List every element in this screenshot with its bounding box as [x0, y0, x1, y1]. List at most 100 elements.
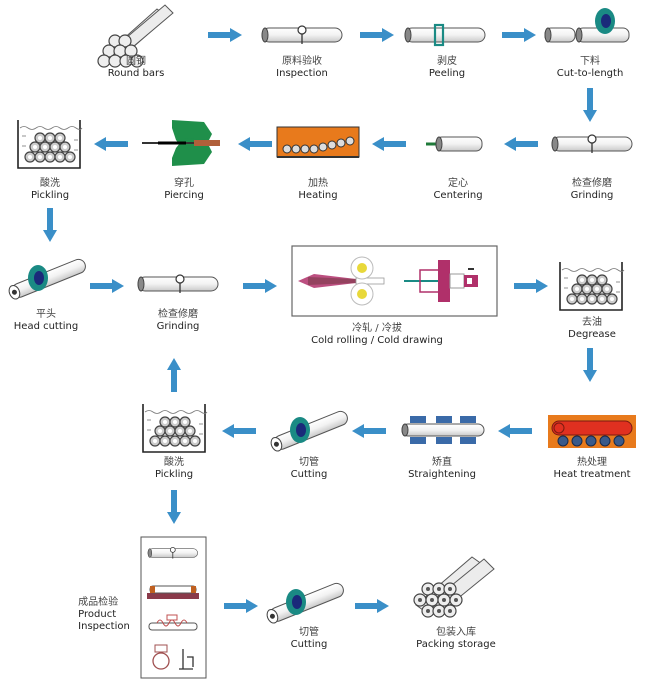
label-zh: 成品检验 — [78, 597, 119, 608]
degrease-tank-icon — [559, 261, 625, 311]
label-en: Inspection — [276, 68, 328, 79]
label-zh: 检查修磨 — [571, 178, 612, 189]
grinding-icon — [551, 134, 633, 154]
flow-arrow — [238, 137, 272, 151]
label-en: Centering — [433, 190, 483, 201]
step-label-heating: 加热 Heating — [298, 178, 337, 202]
flow-arrow — [243, 279, 277, 293]
straightening-icon — [401, 416, 485, 444]
head-cutting-icon — [6, 256, 89, 302]
label-en: Degrease — [568, 329, 616, 340]
step-label-straightening: 矫直 Straightening — [408, 457, 476, 481]
cutting-icon — [268, 408, 351, 454]
label-en: Peeling — [428, 68, 466, 79]
flow-arrow — [360, 28, 394, 42]
label-en: Cutting — [290, 639, 328, 650]
label-zh: 平头 — [36, 309, 56, 320]
label-zh: 切管 — [298, 627, 319, 638]
label-zh: 加热 — [308, 178, 328, 189]
eddy-current-test-icon — [148, 614, 198, 631]
step-label-pickling-2: 酸洗 Pickling — [155, 457, 193, 481]
inspection-icon — [261, 25, 343, 45]
label-en: Heat treatment — [553, 469, 631, 480]
flow-arrow — [43, 208, 57, 242]
label-en: Piercing — [164, 190, 204, 201]
round-bars-icon — [97, 4, 174, 68]
cut-to-length-icon — [544, 8, 630, 43]
label-zh: 剥皮 — [436, 56, 457, 67]
ring-gauge-icon — [152, 644, 194, 670]
step-label-cutting-1: 切管 Cutting — [291, 457, 328, 481]
step-label-degrease: 去油 Degrease — [568, 317, 616, 341]
label-zh: 定心 — [448, 178, 468, 189]
label-zh: 包装入库 — [435, 627, 476, 638]
label-en: Product — [78, 609, 117, 620]
step-label-piercing: 穿孔 Piercing — [164, 178, 204, 202]
flow-arrow — [583, 348, 597, 382]
step-label-pickling-1: 酸洗 Pickling — [31, 178, 69, 202]
flow-arrow — [167, 490, 181, 524]
label-en: Grinding — [570, 190, 614, 201]
step-label-inspection: 原料验收 Inspection — [276, 56, 328, 80]
label-zh: 圆钢 — [126, 56, 146, 67]
flow-arrow — [583, 88, 597, 122]
label-en: Grinding — [156, 321, 200, 332]
flow-arrow — [167, 358, 181, 392]
cutting-icon — [264, 580, 347, 626]
label-zh: 热处理 — [576, 457, 607, 468]
pickling-tank-icon — [142, 403, 208, 453]
step-label-grinding-1: 检查修磨 Grinding — [571, 178, 614, 202]
step-label-cut-to-length: 下料 Cut-to-length — [557, 56, 624, 80]
label-zh: 酸洗 — [40, 178, 60, 189]
heating-furnace-icon — [276, 126, 360, 158]
step-label-peeling: 剥皮 Peeling — [429, 56, 465, 80]
piercing-icon — [142, 120, 220, 166]
flow-arrow — [498, 424, 532, 438]
label-zh: 原料验收 — [282, 56, 322, 67]
label-en: Cold rolling / Cold drawing — [311, 335, 443, 346]
step-label-grinding-2: 检查修磨 Grinding — [157, 309, 200, 333]
flow-arrow — [94, 137, 128, 151]
step-label-cutting-2: 切管 Cutting — [291, 627, 328, 651]
label-zh: 酸洗 — [164, 457, 184, 468]
grinding-icon — [137, 274, 219, 294]
label-en: Packing storage — [416, 639, 496, 650]
label-en: Pickling — [30, 190, 70, 201]
label-en: Head cutting — [13, 321, 79, 332]
label-en: Round bars — [107, 68, 165, 79]
label-zh: 去油 — [581, 317, 602, 328]
label-zh: 切管 — [298, 457, 319, 468]
flow-arrow — [222, 424, 256, 438]
label-zh: 检查修磨 — [157, 309, 198, 320]
flow-arrow — [504, 137, 538, 151]
flow-arrow — [208, 28, 242, 42]
label-en: Cutting — [290, 469, 328, 480]
label-en: Heating — [298, 190, 338, 201]
packing-bundle-icon — [413, 556, 495, 618]
label-zh: 下料 — [580, 56, 600, 67]
peeling-icon — [404, 23, 486, 47]
flow-arrow — [355, 599, 389, 613]
pickling-tank-icon — [17, 119, 83, 169]
step-label-round-bars: 圆钢 Round bars — [108, 56, 165, 80]
flow-arrow — [514, 279, 548, 293]
step-label-cold-rolling: 冷轧 / 冷拔 Cold rolling / Cold drawing — [311, 323, 443, 347]
label-zh: 穿孔 — [173, 178, 194, 189]
step-label-packing: 包装入库 Packing storage — [416, 627, 496, 651]
step-label-centering: 定心 Centering — [433, 178, 482, 202]
label-en: Cut-to-length — [556, 68, 624, 79]
step-label-head-cutting: 平头 Head cutting — [14, 309, 78, 333]
label-en-line2: Inspection — [78, 621, 130, 632]
label-en: Pickling — [154, 469, 194, 480]
label-en: Straightening — [408, 469, 476, 480]
label-zh: 冷轧 / 冷拔 — [352, 323, 402, 334]
ultrasonic-test-icon — [147, 585, 199, 599]
flow-arrow — [502, 28, 536, 42]
flow-arrow — [90, 279, 124, 293]
flow-arrow — [372, 137, 406, 151]
step-label-product-inspection: 成品检验 Product Inspection — [78, 597, 130, 633]
heat-treatment-icon — [548, 415, 636, 448]
label-zh: 矫直 — [431, 457, 452, 468]
cold-rolling-drawing-icon — [291, 245, 498, 317]
